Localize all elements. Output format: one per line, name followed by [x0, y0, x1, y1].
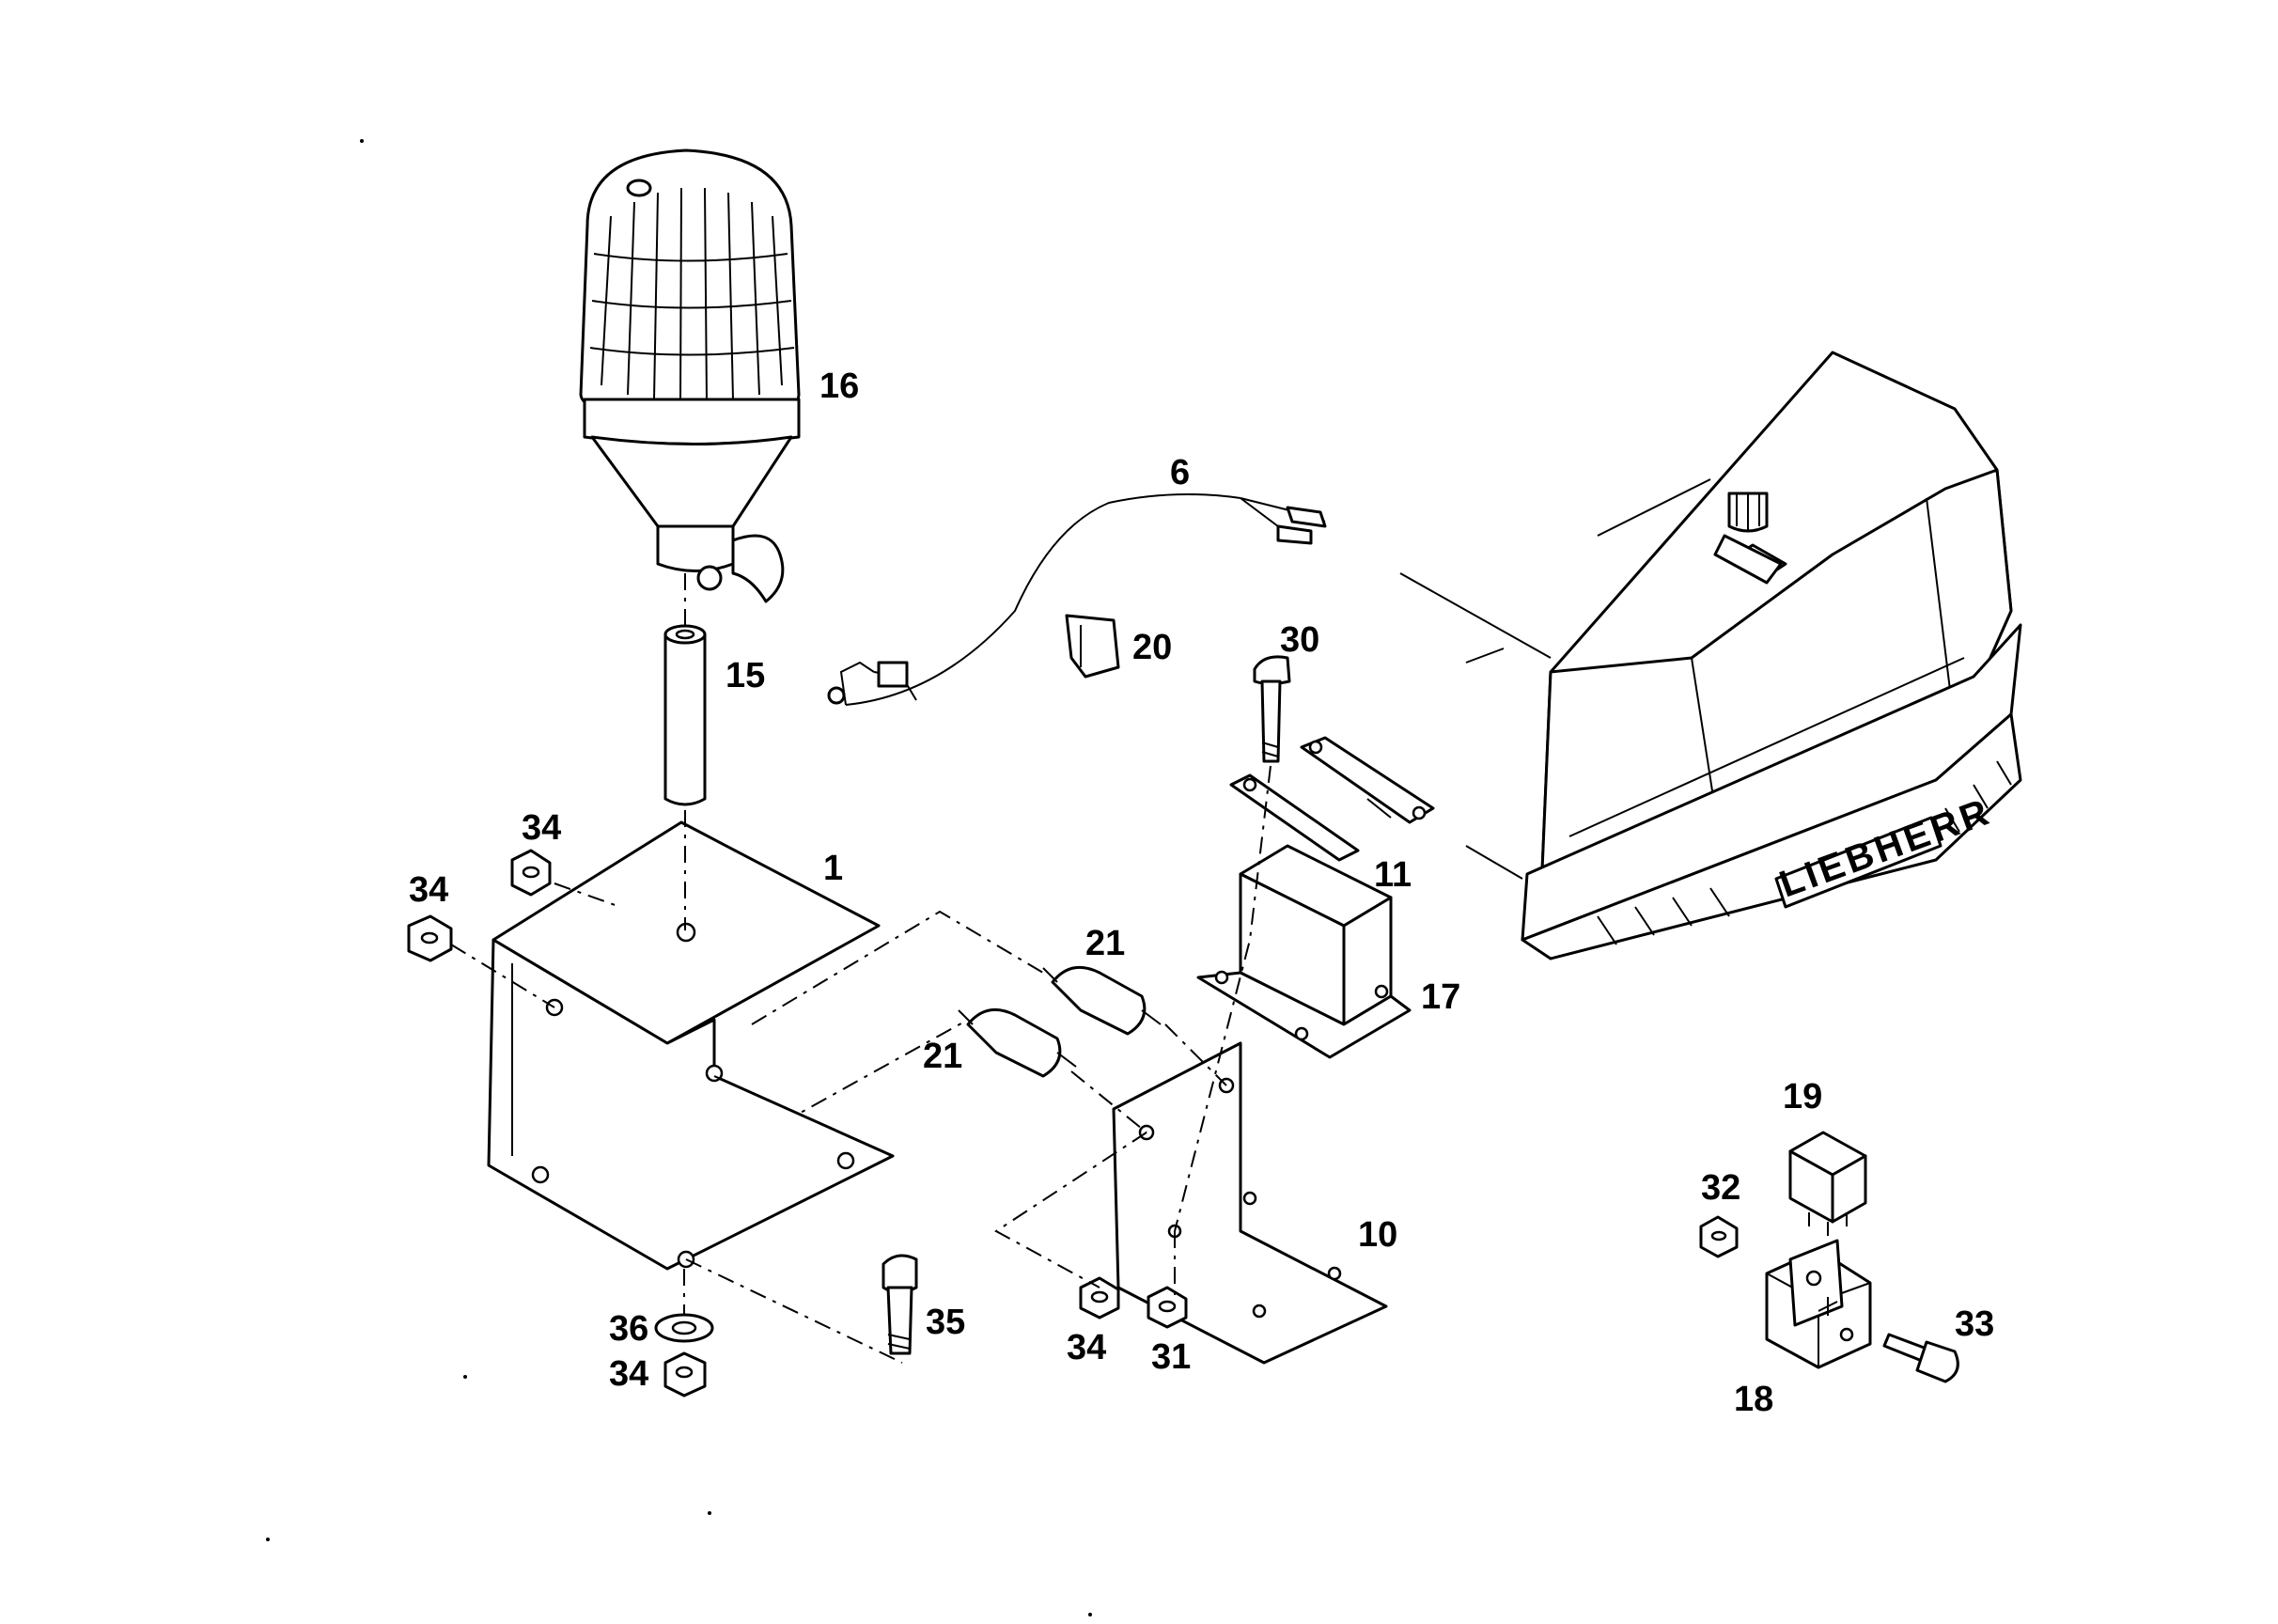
electrical-module	[1196, 844, 1412, 1059]
nut-34-mid	[1079, 1276, 1120, 1320]
callout-31: 31	[1151, 1337, 1192, 1377]
callout-17: 17	[1421, 977, 1461, 1017]
callout-32: 32	[1701, 1168, 1741, 1208]
callout-1: 1	[823, 849, 844, 888]
nut-32	[1699, 1215, 1739, 1258]
callout-10: 10	[1358, 1215, 1398, 1255]
callout-15: 15	[726, 656, 766, 695]
callout-33: 33	[1955, 1304, 1995, 1344]
callout-19: 19	[1783, 1077, 1823, 1116]
callout-35: 35	[926, 1303, 966, 1342]
callout-34-mid: 34	[1067, 1328, 1107, 1367]
callout-34-left: 34	[409, 870, 449, 910]
nut-31	[1147, 1286, 1188, 1329]
rubber-mount-lower	[958, 1007, 1077, 1078]
callout-16: 16	[819, 367, 860, 406]
mounting-straps	[1229, 736, 1435, 862]
nut-34-upper	[510, 849, 552, 897]
nut-34-left	[407, 914, 453, 962]
rubber-mount-upper	[1042, 965, 1162, 1036]
washer-36	[654, 1313, 714, 1343]
relay	[1788, 1131, 1867, 1236]
scan-specks	[266, 139, 1092, 1616]
callout-21-upper: 21	[1085, 924, 1126, 963]
cable-clip	[1065, 614, 1120, 679]
callout-36: 36	[609, 1309, 649, 1349]
bolt-35	[882, 1254, 918, 1355]
callout-34-bottom: 34	[609, 1354, 649, 1394]
assembly-lines	[450, 573, 1272, 1364]
callout-21-lower: 21	[923, 1037, 963, 1076]
nut-34-bottom	[663, 1351, 707, 1398]
callout-30: 30	[1280, 620, 1320, 660]
spacer-tube	[663, 624, 707, 806]
machine-cab: LIEBHERR	[1399, 351, 2022, 960]
main-bracket	[487, 820, 895, 1271]
rotating-beacon	[579, 148, 801, 603]
callout-6: 6	[1170, 453, 1191, 492]
callout-11: 11	[1374, 855, 1412, 895]
relay-socket	[1765, 1239, 1872, 1369]
bolt-30	[1253, 655, 1291, 763]
callout-34-upper: 34	[522, 808, 562, 848]
cable-harness	[827, 493, 1327, 706]
callout-20: 20	[1132, 628, 1173, 667]
screw-33	[1882, 1333, 1959, 1383]
callout-18: 18	[1734, 1380, 1774, 1419]
angle-bracket	[1112, 1041, 1388, 1365]
